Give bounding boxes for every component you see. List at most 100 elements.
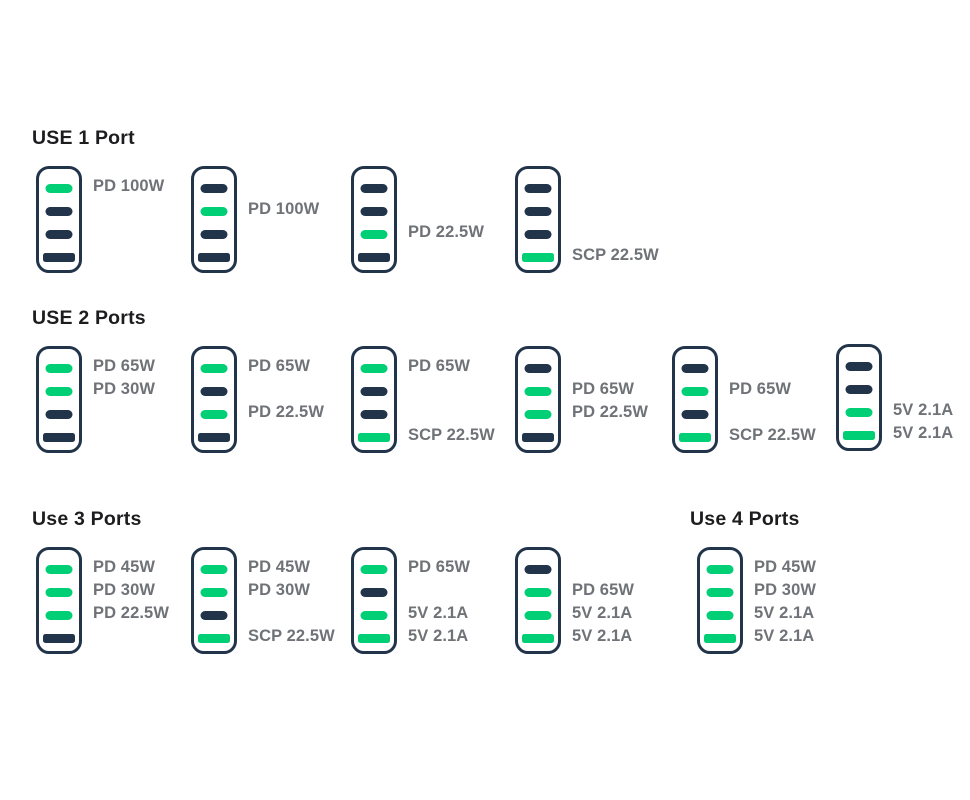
port-slot-1-active <box>200 364 228 373</box>
port-label-1: PD 45W <box>248 557 311 576</box>
charger-body <box>515 547 561 654</box>
port-label-1: PD 65W <box>408 356 471 375</box>
port-label-2: PD 30W <box>93 580 156 599</box>
port-label-2: PD 65W <box>572 379 635 398</box>
port-slot-2-active <box>524 387 552 396</box>
port-slot-1-inactive <box>524 364 552 373</box>
port-slot-4-active <box>522 253 554 262</box>
port-slot-3-active <box>524 410 552 419</box>
port-label-1: PD 65W <box>408 557 471 576</box>
port-slot-2-inactive <box>360 207 388 216</box>
port-slot-1-active <box>360 364 388 373</box>
charger-body <box>191 166 237 273</box>
port-slot-2-active <box>706 588 734 597</box>
port-slot-3-inactive <box>45 410 73 419</box>
port-label-4: 5V 2.1A <box>893 423 954 442</box>
port-label-2: PD 30W <box>248 580 311 599</box>
port-slot-4-inactive <box>198 253 230 262</box>
port-label-4: 5V 2.1A <box>754 626 815 645</box>
port-slot-1-inactive <box>524 565 552 574</box>
port-slot-2-inactive <box>360 588 388 597</box>
port-slot-4-active <box>198 634 230 643</box>
port-slot-2-inactive <box>45 207 73 216</box>
port-slot-2-active <box>200 207 228 216</box>
port-slot-2-inactive <box>845 385 873 394</box>
port-slot-3-active <box>45 611 73 620</box>
port-label-3: PD 22.5W <box>93 603 169 622</box>
port-slot-1-active <box>45 364 73 373</box>
port-slot-4-inactive <box>43 634 75 643</box>
port-slot-1-inactive <box>360 184 388 193</box>
port-slot-2-active <box>200 588 228 597</box>
port-slot-4-active <box>522 634 554 643</box>
port-label-1: PD 65W <box>248 356 311 375</box>
port-slot-4-inactive <box>198 433 230 442</box>
port-slot-2-active <box>681 387 709 396</box>
port-slot-1-inactive <box>524 184 552 193</box>
port-label-3: 5V 2.1A <box>572 603 633 622</box>
port-slot-4-inactive <box>43 433 75 442</box>
port-slot-3-active <box>360 611 388 620</box>
port-label-2: PD 65W <box>729 379 792 398</box>
port-label-4: SCP 22.5W <box>408 425 495 444</box>
port-slot-4-active <box>704 634 736 643</box>
charger-body <box>36 346 82 453</box>
port-label-1: PD 45W <box>754 557 817 576</box>
port-slot-3-active <box>706 611 734 620</box>
port-slot-4-inactive <box>358 253 390 262</box>
charger-body <box>836 344 882 451</box>
port-label-3: 5V 2.1A <box>408 603 469 622</box>
section-title-use-1-port: USE 1 Port <box>32 127 135 149</box>
port-label-2: PD 65W <box>572 580 635 599</box>
port-label-3: PD 22.5W <box>572 402 648 421</box>
port-slot-3-inactive <box>200 611 228 620</box>
port-slot-3-inactive <box>45 230 73 239</box>
port-slot-1-inactive <box>200 184 228 193</box>
port-slot-1-active <box>706 565 734 574</box>
port-slot-1-active <box>360 565 388 574</box>
port-slot-4-inactive <box>43 253 75 262</box>
port-slot-4-active <box>843 431 875 440</box>
port-slot-3-inactive <box>360 410 388 419</box>
port-slot-3-inactive <box>681 410 709 419</box>
port-slot-4-active <box>358 634 390 643</box>
port-slot-2-active <box>524 588 552 597</box>
port-slot-3-inactive <box>200 230 228 239</box>
charger-body <box>191 346 237 453</box>
port-label-4: SCP 22.5W <box>572 245 659 264</box>
port-label-3: 5V 2.1A <box>754 603 815 622</box>
port-label-2: PD 30W <box>93 379 156 398</box>
charger-body <box>697 547 743 654</box>
port-label-3: PD 22.5W <box>408 222 484 241</box>
port-label-4: SCP 22.5W <box>248 626 335 645</box>
port-slot-2-inactive <box>360 387 388 396</box>
port-slot-1-active <box>45 184 73 193</box>
charger-body <box>351 166 397 273</box>
port-slot-3-inactive <box>524 230 552 239</box>
port-slot-3-active <box>845 408 873 417</box>
port-label-2: PD 100W <box>248 199 320 218</box>
port-slot-2-active <box>45 588 73 597</box>
charger-body <box>515 166 561 273</box>
port-slot-2-inactive <box>524 207 552 216</box>
section-title-use-4-ports: Use 4 Ports <box>690 508 800 530</box>
port-label-4: SCP 22.5W <box>729 425 816 444</box>
port-label-1: PD 45W <box>93 557 156 576</box>
port-slot-2-inactive <box>200 387 228 396</box>
charger-body <box>351 547 397 654</box>
charger-body <box>191 547 237 654</box>
port-slot-4-active <box>358 433 390 442</box>
port-slot-4-inactive <box>522 433 554 442</box>
port-slot-3-active <box>524 611 552 620</box>
port-slot-1-inactive <box>845 362 873 371</box>
charger-body <box>36 166 82 273</box>
port-label-2: PD 30W <box>754 580 817 599</box>
port-slot-4-active <box>679 433 711 442</box>
port-label-3: 5V 2.1A <box>893 400 954 419</box>
section-title-use-3-ports: Use 3 Ports <box>32 508 142 530</box>
port-slot-2-active <box>45 387 73 396</box>
section-title-use-2-ports: USE 2 Ports <box>32 307 146 329</box>
charger-body <box>36 547 82 654</box>
port-slot-3-active <box>200 410 228 419</box>
